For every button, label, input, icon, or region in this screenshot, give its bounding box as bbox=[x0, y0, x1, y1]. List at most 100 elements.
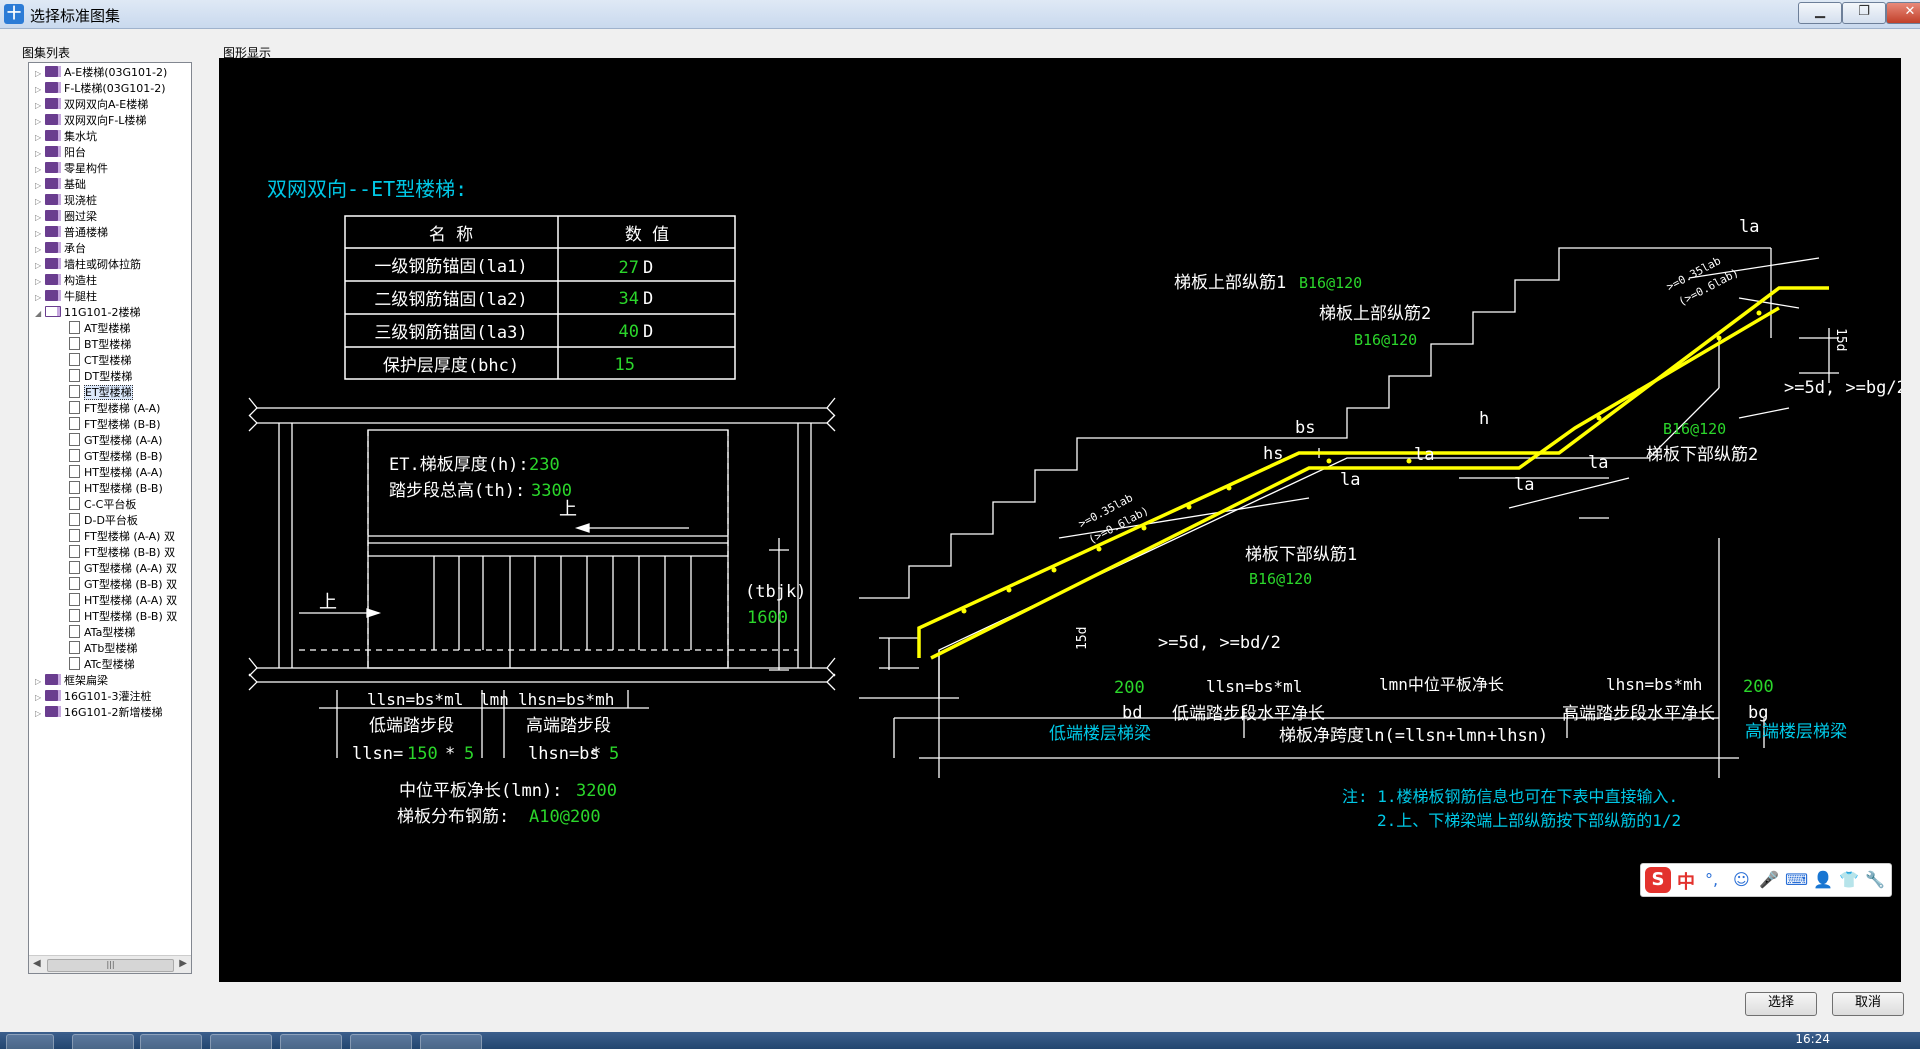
tools-icon[interactable]: 🔧 bbox=[1865, 870, 1885, 889]
tree-item[interactable]: ATb型楼梯 bbox=[69, 641, 137, 656]
tree-item[interactable]: ◢11G101-2楼梯 bbox=[35, 305, 140, 320]
lmn-value[interactable]: 3200 bbox=[576, 781, 617, 801]
tree-item[interactable]: HT型楼梯 (B-B) bbox=[69, 481, 163, 496]
tree-item[interactable]: ▷双网双向F-L楼梯 bbox=[35, 113, 146, 128]
expand-icon[interactable]: ▷ bbox=[35, 85, 42, 94]
tree-item[interactable]: ATc型楼梯 bbox=[69, 657, 135, 672]
tree-item[interactable]: ▷基础 bbox=[35, 177, 86, 192]
tree-item[interactable]: DT型楼梯 bbox=[69, 369, 132, 384]
tree-item[interactable]: ET型楼梯 bbox=[69, 385, 133, 400]
llsn-count[interactable]: 5 bbox=[464, 744, 474, 764]
taskbar-app-4-icon[interactable] bbox=[280, 1034, 342, 1049]
microphone-icon[interactable]: 🎤 bbox=[1759, 870, 1779, 889]
tree-item[interactable]: ▷构造柱 bbox=[35, 273, 97, 288]
scroll-thumb[interactable]: ||| bbox=[47, 959, 174, 972]
tree-item[interactable]: FT型楼梯 (B-B) bbox=[69, 417, 161, 432]
tree-item[interactable]: ▷现浇桩 bbox=[35, 193, 97, 208]
tree-item[interactable]: HT型楼梯 (A-A) bbox=[69, 465, 163, 480]
tree-item[interactable]: GT型楼梯 (B-B) 双 bbox=[69, 577, 177, 592]
tree-item[interactable]: FT型楼梯 (A-A) 双 bbox=[69, 529, 175, 544]
expand-icon[interactable]: ▷ bbox=[35, 133, 42, 142]
taskbar-app-2-icon[interactable] bbox=[140, 1034, 202, 1049]
expand-icon[interactable]: ▷ bbox=[35, 117, 42, 126]
collapse-icon[interactable]: ◢ bbox=[35, 309, 42, 318]
tree-item[interactable]: HT型楼梯 (A-A) 双 bbox=[69, 593, 177, 608]
top-rebar2-value[interactable]: B16@120 bbox=[1354, 331, 1417, 349]
drawing-canvas[interactable]: 双网双向--ET型楼梯: 名 称 数 值 一级钢筋锚固(la1) 27 D 二级… bbox=[219, 58, 1901, 982]
tree-item[interactable]: ▷框架扁梁 bbox=[35, 673, 108, 688]
tree-item[interactable]: ▷集水坑 bbox=[35, 129, 97, 144]
tree-item[interactable]: ▷承台 bbox=[35, 241, 86, 256]
bot-rebar2-value[interactable]: B16@120 bbox=[1663, 420, 1726, 438]
tree-list[interactable]: ▷A-E楼梯(03G101-2)▷F-L楼梯(03G101-2)▷双网双向A-E… bbox=[28, 62, 192, 974]
expand-icon[interactable]: ▷ bbox=[35, 69, 42, 78]
taskbar-app-5-icon[interactable] bbox=[350, 1034, 412, 1049]
expand-icon[interactable]: ▷ bbox=[35, 197, 42, 206]
expand-icon[interactable]: ▷ bbox=[35, 149, 42, 158]
maximize-button[interactable]: ❐ bbox=[1842, 2, 1886, 24]
height-value[interactable]: 3300 bbox=[531, 481, 572, 501]
bot-rebar1-value[interactable]: B16@120 bbox=[1249, 570, 1312, 588]
thickness-value[interactable]: 230 bbox=[529, 455, 560, 475]
tree-item[interactable]: HT型楼梯 (B-B) 双 bbox=[69, 609, 177, 624]
bd-value[interactable]: 200 bbox=[1114, 678, 1145, 698]
llsn-value[interactable]: 150 bbox=[407, 744, 438, 764]
taskbar-app-6-icon[interactable] bbox=[420, 1034, 482, 1049]
tree-item[interactable]: ▷F-L楼梯(03G101-2) bbox=[35, 81, 166, 96]
close-button[interactable]: ✕ bbox=[1886, 2, 1920, 24]
taskbar-app-1-icon[interactable] bbox=[72, 1034, 134, 1049]
tree-item[interactable]: ▷阳台 bbox=[35, 145, 86, 160]
tree-item[interactable]: AT型楼梯 bbox=[69, 321, 130, 336]
ime-toolbar[interactable]: S 中 °, ☺ 🎤 ⌨ 👤 👕 🔧 bbox=[1640, 863, 1892, 897]
tree-item[interactable]: ▷A-E楼梯(03G101-2) bbox=[35, 65, 167, 80]
select-button[interactable]: 选择 bbox=[1745, 992, 1817, 1016]
expand-icon[interactable]: ▷ bbox=[35, 277, 42, 286]
dist-rebar-value[interactable]: A10@200 bbox=[529, 807, 601, 827]
tree-item[interactable]: GT型楼梯 (A-A) bbox=[69, 433, 162, 448]
tree-item[interactable]: ▷双网双向A-E楼梯 bbox=[35, 97, 148, 112]
expand-icon[interactable]: ▷ bbox=[35, 213, 42, 222]
row-la3-value[interactable]: 40 bbox=[619, 322, 639, 342]
tree-item[interactable]: C-C平台板 bbox=[69, 497, 136, 512]
tree-item[interactable]: D-D平台板 bbox=[69, 513, 138, 528]
expand-icon[interactable]: ▷ bbox=[35, 293, 42, 302]
taskbar-app-3-icon[interactable] bbox=[210, 1034, 272, 1049]
top-rebar1-value[interactable]: B16@120 bbox=[1299, 274, 1362, 292]
user-icon[interactable]: 👤 bbox=[1813, 870, 1833, 889]
expand-icon[interactable]: ▷ bbox=[35, 261, 42, 270]
expand-icon[interactable]: ▷ bbox=[35, 181, 42, 190]
expand-icon[interactable]: ▷ bbox=[35, 709, 42, 718]
expand-icon[interactable]: ▷ bbox=[35, 245, 42, 254]
sogou-logo-icon[interactable]: S bbox=[1645, 867, 1671, 893]
tree-item[interactable]: ▷牛腿柱 bbox=[35, 289, 97, 304]
start-button-icon[interactable] bbox=[6, 1034, 54, 1049]
tree-item[interactable]: ▷圈过梁 bbox=[35, 209, 97, 224]
tree-item[interactable]: ▷16G101-3灌注桩 bbox=[35, 689, 151, 704]
expand-icon[interactable]: ▷ bbox=[35, 165, 42, 174]
punctuation-icon[interactable]: °, bbox=[1705, 870, 1719, 889]
row-la1-value[interactable]: 27 bbox=[619, 258, 639, 278]
cancel-button[interactable]: 取消 bbox=[1832, 992, 1904, 1016]
bg-value[interactable]: 200 bbox=[1743, 677, 1774, 697]
tree-item[interactable]: ▷普通楼梯 bbox=[35, 225, 108, 240]
expand-icon[interactable]: ▷ bbox=[35, 677, 42, 686]
tree-item[interactable]: CT型楼梯 bbox=[69, 353, 131, 368]
tree-item[interactable]: FT型楼梯 (B-B) 双 bbox=[69, 545, 175, 560]
expand-icon[interactable]: ▷ bbox=[35, 693, 42, 702]
tree-item[interactable]: ▷零星构件 bbox=[35, 161, 108, 176]
skin-icon[interactable]: 👕 bbox=[1839, 870, 1859, 889]
minimize-button[interactable]: ▁ bbox=[1798, 2, 1842, 24]
tree-item[interactable]: GT型楼梯 (B-B) bbox=[69, 449, 163, 464]
expand-icon[interactable]: ▷ bbox=[35, 101, 42, 110]
emoji-icon[interactable]: ☺ bbox=[1733, 870, 1750, 889]
lhsn-count[interactable]: 5 bbox=[609, 744, 619, 764]
ime-chinese-mode[interactable]: 中 bbox=[1677, 872, 1695, 893]
tree-item[interactable]: BT型楼梯 bbox=[69, 337, 131, 352]
row-bhc-value[interactable]: 15 bbox=[615, 355, 635, 375]
tree-item[interactable]: ▷墙柱或砌体拉筋 bbox=[35, 257, 141, 272]
scroll-left-icon[interactable]: ◀ bbox=[33, 958, 41, 969]
clock[interactable]: 16:24 bbox=[1795, 1032, 1830, 1046]
tree-item[interactable]: ▷16G101-2新增楼梯 bbox=[35, 705, 162, 720]
tree-item[interactable]: FT型楼梯 (A-A) bbox=[69, 401, 160, 416]
tree-item[interactable]: ATa型楼梯 bbox=[69, 625, 135, 640]
